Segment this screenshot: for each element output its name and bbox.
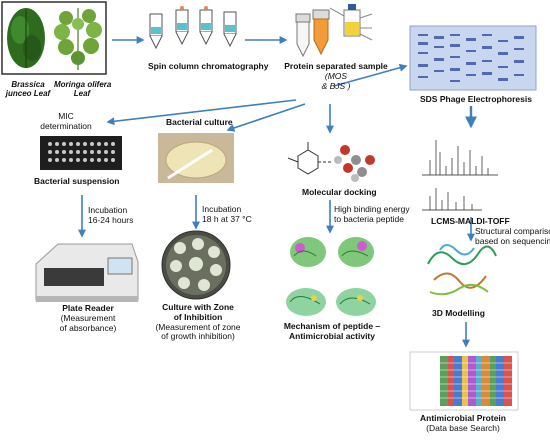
plate-reader-line2: (Measurement (60, 312, 116, 323)
structural-line1: Structural comparison (475, 226, 550, 236)
incubation-2-line2: 18 h at 37 °C (202, 213, 252, 224)
protein-sample-label: Protein separated sample (MOS & BJS ) (274, 61, 398, 91)
binding-line1: High binding energy (334, 204, 410, 214)
protein-label-line3: & BJS ) (321, 80, 351, 91)
incubation-1-label: Incubation 16-24 hours (88, 205, 134, 226)
3d-modelling-label: 3D Modelling (432, 308, 485, 318)
moringa-label-line2: Leaf (73, 89, 91, 99)
arrows (78, 36, 477, 348)
antimicrobial-protein-label: Antimicrobial Protein (Data base Search) (410, 413, 516, 434)
arrow-protein-to-mic (106, 99, 297, 126)
plate-reader-image (35, 243, 139, 302)
moringa-leaf-image (54, 8, 102, 70)
brassica-label-line1: Brassica (11, 80, 45, 89)
mic-label-line1: MIC (58, 111, 74, 121)
brassica-leaf-label: Brassica junceo Leaf (2, 80, 54, 98)
protein-tubes-image (295, 4, 373, 58)
amp-line1: Antimicrobial Protein (420, 413, 506, 423)
mechanism-line1: Mechanism of peptide – (283, 321, 381, 331)
plate-reader-line3: of absorbance) (59, 322, 117, 333)
protein-label-line2: (MOS (324, 70, 348, 81)
plate-reader-line1: Plate Reader (62, 303, 114, 313)
protein-label-line1: Protein separated sample (284, 61, 388, 71)
plate-reader-label: Plate Reader (Measurement of absorbance) (40, 303, 136, 333)
petri-dish-image (161, 230, 231, 300)
zone-line4: of growth inhibition) (161, 331, 235, 342)
bacterial-suspension-label: Bacterial suspension (34, 176, 120, 186)
zone-line1: Culture with Zone (162, 302, 234, 312)
incubation-1-line2: 16-24 hours (88, 214, 134, 225)
mechanism-label: Mechanism of peptide – Antimicrobial act… (270, 321, 394, 342)
molecule-image (287, 142, 375, 182)
arrow-protein-to-culture (226, 103, 306, 132)
bacterial-culture-label: Bacterial culture (166, 117, 233, 127)
amp-line2: (Data base Search) (426, 422, 500, 433)
structural-line2: based on sequencing (475, 235, 550, 246)
bacterial-culture-image (158, 133, 234, 183)
incubation-2-line1: Incubation (202, 204, 242, 214)
microplate-image (40, 136, 122, 170)
binding-energy-label: High binding energy to bacteria peptide (334, 204, 410, 225)
spin-column-label: Spin column chromatography (148, 61, 269, 71)
lcms-label: LCMS-MALDI-TOFF (431, 216, 510, 226)
incubation-2-label: Incubation 18 h at 37 °C (202, 204, 252, 225)
sds-gel-image (409, 25, 537, 91)
spin-column-tubes-image (149, 6, 237, 50)
molecular-docking-label: Molecular docking (302, 187, 377, 197)
zone-line3: (Measurement of zone (155, 321, 241, 332)
protein-3d-model-image (427, 244, 497, 296)
mic-label: MIC determination (34, 111, 98, 132)
sequence-alignment-image (409, 351, 519, 411)
moringa-label-line1: Moringa olifera (54, 80, 112, 89)
structural-comparison-label: Structural comparison based on sequencin… (475, 226, 550, 247)
binding-line2: to bacteria peptide (334, 213, 404, 224)
arrow-protein-to-sds (333, 63, 408, 87)
brassica-label-line2: junceo Leaf (5, 89, 51, 99)
zone-inhibition-label: Culture with Zone of Inhibition (Measure… (150, 302, 246, 342)
mic-label-line2: determination (40, 120, 92, 131)
moringa-leaf-label: Moringa olifera Leaf (54, 80, 112, 99)
sds-label: SDS Phage Electrophoresis (420, 94, 532, 104)
mass-spectra-image (422, 140, 498, 211)
mechanism-images (286, 237, 376, 316)
incubation-1-line1: Incubation (88, 205, 128, 215)
zone-line2: of Inhibition (173, 311, 223, 322)
mechanism-line2: Antimicrobial activity (289, 330, 375, 341)
